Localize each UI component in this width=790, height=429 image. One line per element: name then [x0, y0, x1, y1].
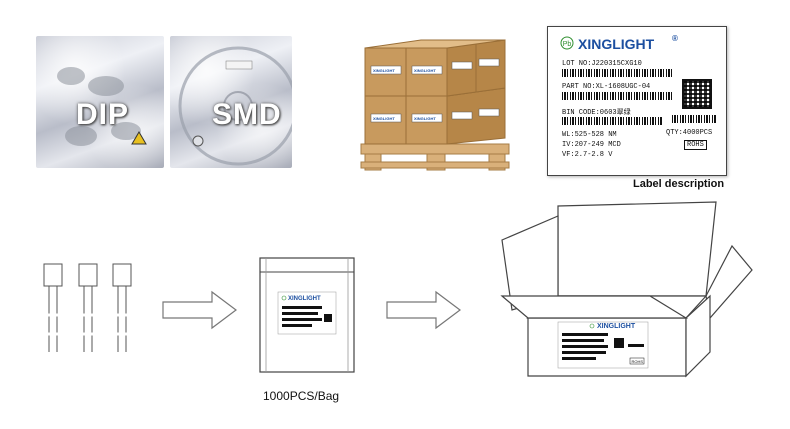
part-barcode [562, 92, 674, 100]
qty-barcode [672, 115, 716, 123]
smd-label: SMD [212, 98, 282, 131]
dip-leds-drawing [43, 263, 133, 352]
label-description-caption: Label description [633, 178, 725, 190]
luminous-intensity: IV:207-249 MCD [562, 141, 621, 149]
led-component [43, 263, 63, 352]
label-brand: XINGLIGHT [578, 36, 655, 52]
qr-code [682, 79, 712, 109]
svg-text:Pb: Pb [563, 41, 572, 48]
smd-reel-illustration [178, 46, 292, 166]
box-stack-upper [364, 39, 506, 97]
carton-label: XINGLIGHT ROHS [557, 321, 649, 369]
pallet [360, 143, 510, 171]
lot-barcode [562, 69, 674, 77]
bag-brand: XINGLIGHT [288, 296, 321, 302]
carton-brand: XINGLIGHT [597, 323, 636, 330]
dip-bag-photo: DIP [36, 36, 164, 168]
pallet-box-brand: XINGLIGHT [414, 68, 436, 73]
bag-quantity-caption: 1000PCS/Bag [263, 389, 340, 403]
carton-rohs-mark: ROHS [632, 359, 644, 364]
forward-voltage: VF:2.7-2.8 V [562, 151, 613, 159]
open-carton-drawing: XINGLIGHT ROHS [500, 201, 753, 378]
label-card: Pb XINGLIGHT ® LOT NO:J220315CXG10 PART … [547, 26, 727, 176]
qty: QTY:4000PCS [666, 129, 713, 137]
rohs-mark: ROHS [684, 140, 707, 150]
esd-bag-drawing: XINGLIGHT [259, 257, 355, 373]
bin-barcode [562, 117, 662, 125]
pallet-box-brand: XINGLIGHT [373, 116, 395, 121]
smd-reel-photo: SMD [170, 36, 292, 168]
wavelength: WL:525-528 NM [562, 131, 617, 139]
part-number: PART NO:XL-1608UGC-04 [562, 83, 651, 91]
led-component [78, 263, 98, 352]
pallet-box-brand: XINGLIGHT [373, 68, 395, 73]
esd-warning-icon [131, 131, 147, 145]
lot-number: LOT NO:J220315CXG10 [562, 60, 642, 68]
arrow-right-icon [162, 290, 237, 330]
bin-code: BIN CODE:0603翠绿 [562, 109, 631, 117]
pallet-box-brand: XINGLIGHT [414, 116, 436, 121]
pallet-boxes-photo: XINGLIGHT XINGLIGHT XINGLIGHT XINGLIGHT [360, 39, 510, 171]
pb-free-icon: Pb [560, 36, 574, 50]
led-component [112, 263, 132, 352]
dip-led-pile-illustration [57, 67, 147, 146]
registered-mark: ® [672, 34, 678, 43]
dip-label: DIP [76, 98, 130, 131]
arrow-right-icon [386, 290, 461, 330]
